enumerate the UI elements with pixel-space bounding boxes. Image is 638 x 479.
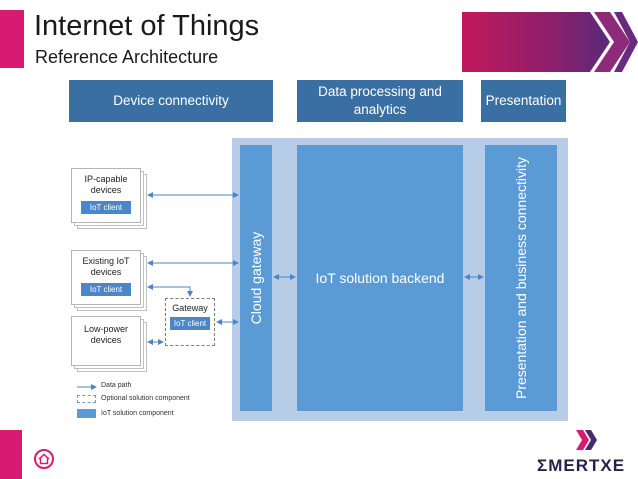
device-label: Existing IoT devices [82,256,130,278]
legend-component: IoT solution component [101,410,174,417]
emertxe-logo-icon [576,430,597,450]
device-low-power: Low-power devices [71,316,141,366]
device-existing-iot: Existing IoT devices IoT client [71,250,141,305]
field-gateway: Gateway IoT client [165,298,215,346]
device-ip-capable: IP-capable devices IoT client [71,168,141,223]
presentation-block: Presentation and business connectivity [485,145,557,411]
home-icon [38,453,50,465]
title-accent-bar [0,10,24,68]
footer-accent-bar [0,430,22,479]
slide-title: Internet of Things [34,10,260,42]
slide-subtitle: Reference Architecture [35,47,219,67]
header-device-connectivity: Device connectivity [69,80,273,122]
device-label: IP-capable devices [84,174,128,196]
legend-component-swatch [77,409,96,418]
emertxe-logo-text: ΣMERTXE [537,456,626,475]
iot-client-badge: IoT client [81,282,131,296]
header-data-processing: Data processing and analytics [297,80,463,122]
home-button[interactable] [34,449,54,469]
gateway-label: Gateway [172,303,208,313]
header-presentation: Presentation [481,80,566,122]
iot-backend-label: IoT solution backend [315,270,445,286]
legend-data-path: Data path [101,382,132,389]
iot-backend-block: IoT solution backend [297,145,463,411]
legend-optional: Optional solution component [101,395,190,402]
cloud-gateway-block: Cloud gateway [240,145,272,411]
legend-optional-swatch [77,395,96,403]
chevron-banner-icon [462,12,638,72]
iot-client-badge: IoT client [170,317,210,330]
device-label: Low-power devices [83,324,129,346]
iot-client-badge: IoT client [81,200,131,214]
